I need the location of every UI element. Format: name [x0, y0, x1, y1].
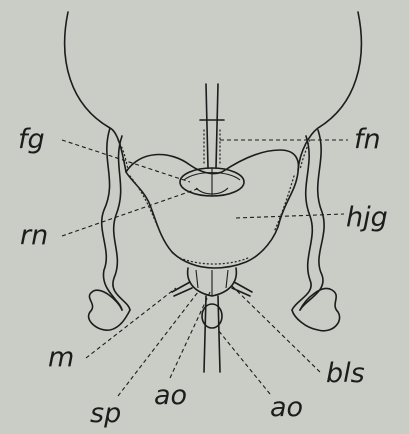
label-fg: fg [18, 124, 45, 155]
leader-ao-right [218, 330, 270, 394]
label-fn: fn [354, 124, 381, 155]
aorta [204, 296, 220, 372]
left-vessel [102, 128, 130, 310]
label-rn: rn [20, 220, 48, 251]
left-loop [89, 290, 130, 330]
label-m: m [48, 342, 74, 373]
label-ao-right: ao [270, 392, 303, 423]
nerve-ring-inner [184, 168, 240, 196]
hjg-stipple [118, 140, 310, 264]
bls-right [232, 282, 252, 296]
body-outline [65, 12, 362, 172]
label-sp: sp [90, 398, 121, 429]
leader-rn [62, 188, 200, 236]
label-bls: bls [326, 358, 365, 389]
leader-hjg [236, 214, 344, 218]
label-ao-left: ao [154, 380, 187, 411]
leader-fg [62, 140, 190, 182]
leader-m [86, 288, 176, 358]
label-hjg: hjg [346, 202, 388, 233]
central-tube-dots [204, 130, 220, 166]
